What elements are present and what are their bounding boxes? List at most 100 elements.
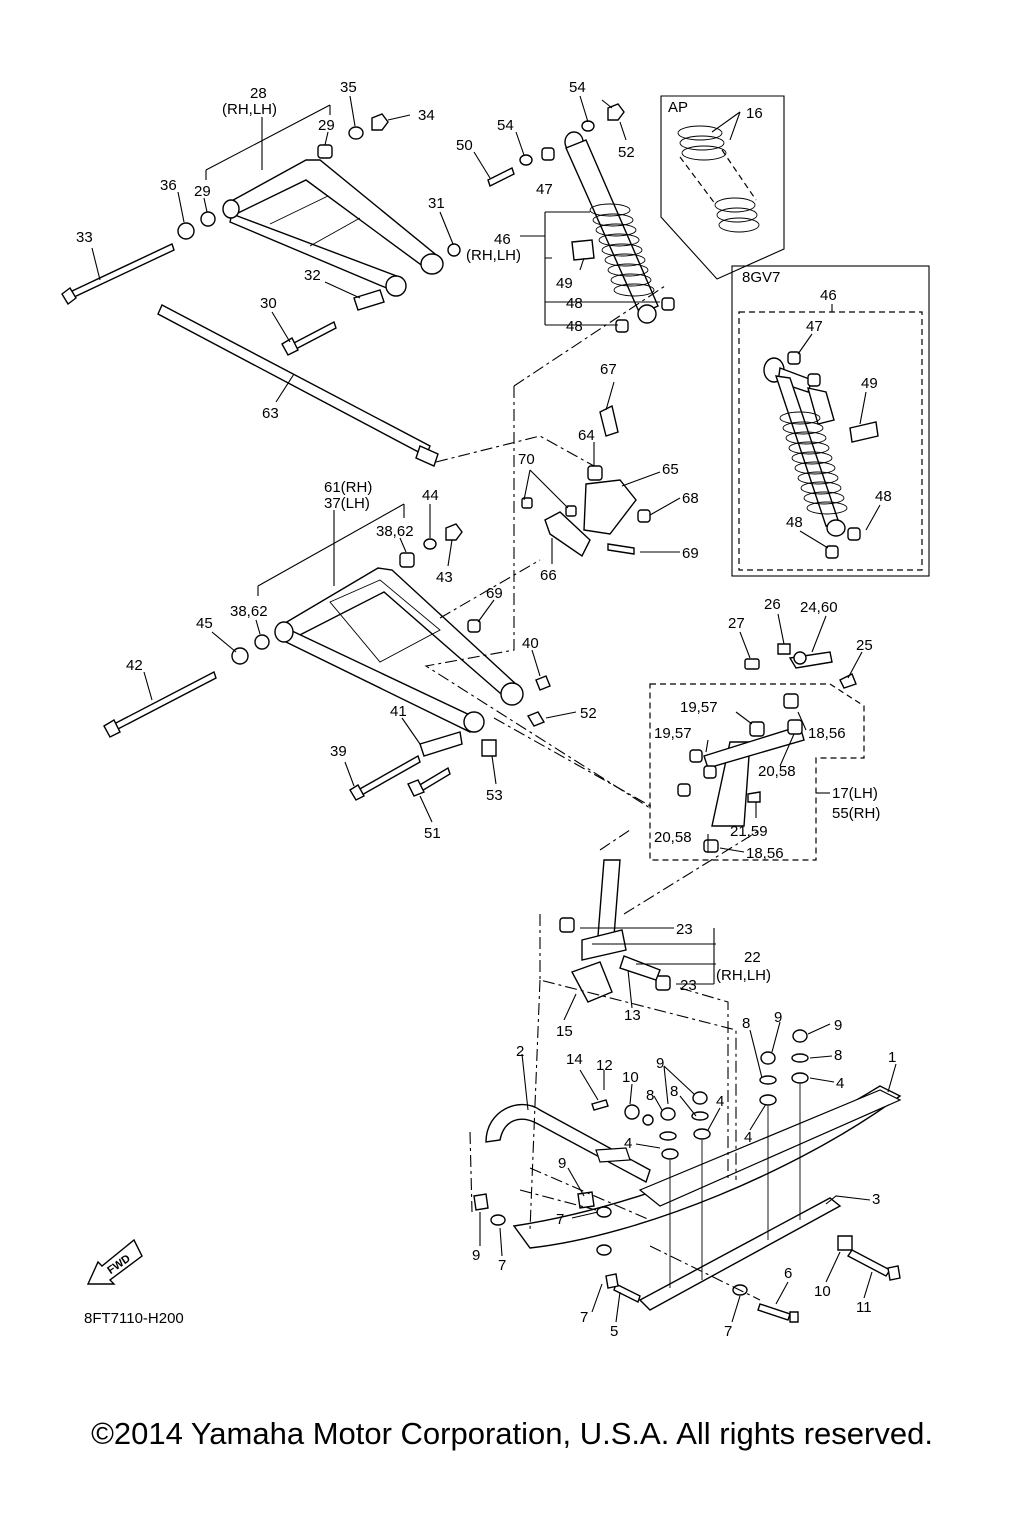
label-7c: 7 — [580, 1309, 588, 1326]
label-22: 22 — [744, 949, 761, 966]
label-39: 39 — [330, 743, 347, 760]
label-7d: 7 — [724, 1323, 732, 1340]
label-20-58a: 20,58 — [758, 763, 796, 780]
label-8a: 8 — [646, 1087, 654, 1104]
label-51: 51 — [424, 825, 441, 842]
label-4a: 4 — [716, 1093, 724, 1110]
label-34: 34 — [418, 107, 435, 124]
label-46-sub: (RH,LH) — [466, 247, 521, 264]
copyright-notice: ©2014 Yamaha Motor Corporation, U.S.A. A… — [91, 1416, 933, 1451]
label-4b: 4 — [624, 1135, 632, 1152]
label-19-57b: 19,57 — [654, 725, 692, 742]
label-9c: 9 — [834, 1017, 842, 1034]
label-70: 70 — [518, 451, 535, 468]
label-30: 30 — [260, 295, 277, 312]
label-17: 17(LH) — [832, 785, 878, 802]
fwd-arrow: FWD — [86, 1238, 143, 1285]
label-22-sub: (RH,LH) — [716, 967, 771, 984]
upper-a-arm-28 — [177, 113, 461, 311]
label-54b: 54 — [497, 117, 514, 134]
label-8gv7-48b: 48 — [786, 514, 803, 531]
label-7b: 7 — [498, 1257, 506, 1274]
label-5: 5 — [610, 1323, 618, 1340]
label-1: 1 — [888, 1049, 896, 1066]
label-9e: 9 — [472, 1247, 480, 1264]
label-67: 67 — [600, 361, 617, 378]
label-10a: 10 — [622, 1069, 639, 1086]
label-4c: 4 — [836, 1075, 844, 1092]
label-8gv7-47: 47 — [806, 318, 823, 335]
spring-16 — [677, 125, 760, 233]
label-52a: 52 — [618, 144, 635, 161]
label-54a: 54 — [569, 79, 586, 96]
label-9d: 9 — [558, 1155, 566, 1172]
label-33: 33 — [76, 229, 93, 246]
ap-box-label: AP — [668, 99, 688, 116]
label-64: 64 — [578, 427, 595, 444]
label-10b: 10 — [814, 1283, 831, 1300]
label-29b: 29 — [194, 183, 211, 200]
label-8gv7-49: 49 — [861, 375, 878, 392]
label-31: 31 — [428, 195, 445, 212]
label-9b: 9 — [774, 1009, 782, 1026]
label-53: 53 — [486, 787, 503, 804]
lower-a-arm-61-37 — [231, 523, 551, 757]
label-43: 43 — [436, 569, 453, 586]
label-23b: 23 — [680, 977, 697, 994]
label-52b: 52 — [580, 705, 597, 722]
label-16: 16 — [746, 105, 763, 122]
label-48a: 48 — [566, 295, 583, 312]
label-21-59: 21,59 — [730, 823, 768, 840]
label-3: 3 — [872, 1191, 880, 1208]
label-50: 50 — [456, 137, 473, 154]
label-24-60: 24,60 — [800, 599, 838, 616]
label-14: 14 — [566, 1051, 583, 1068]
label-18-56b: 18,56 — [746, 845, 784, 862]
label-11: 11 — [856, 1299, 872, 1316]
label-23a: 23 — [676, 921, 693, 938]
label-66: 66 — [540, 567, 557, 584]
label-44: 44 — [422, 487, 439, 504]
label-65: 65 — [662, 461, 679, 478]
label-35: 35 — [340, 79, 357, 96]
label-69a: 69 — [682, 545, 699, 562]
bracket-65 — [521, 404, 651, 558]
label-36: 36 — [160, 177, 177, 194]
label-12: 12 — [596, 1057, 613, 1074]
label-27: 27 — [728, 615, 745, 632]
shock-8gv7 — [763, 351, 879, 559]
shock-absorber-46 — [487, 103, 675, 333]
label-38-62b: 38,62 — [230, 603, 268, 620]
label-18-56a: 18,56 — [808, 725, 846, 742]
diagram-code: 8FT7110-H200 — [84, 1310, 184, 1327]
label-25: 25 — [856, 637, 873, 654]
label-48b: 48 — [566, 318, 583, 335]
label-29a: 29 — [318, 117, 335, 134]
label-7a: 7 — [556, 1211, 564, 1228]
connector-lines — [424, 285, 761, 1301]
label-6: 6 — [784, 1265, 792, 1282]
label-69b: 69 — [486, 585, 503, 602]
label-26: 26 — [764, 596, 781, 613]
label-45: 45 — [196, 615, 213, 632]
label-42: 42 — [126, 657, 143, 674]
8gv7-box-label: 8GV7 — [742, 269, 780, 286]
8gv7-shock-inset: 8GV7 46 47 49 48 48 — [731, 265, 930, 577]
label-68: 68 — [682, 490, 699, 507]
label-8b: 8 — [670, 1083, 678, 1100]
part-labels: 28 (RH,LH) 35 34 29 29 36 33 31 32 30 63… — [76, 79, 896, 1340]
label-32: 32 — [304, 267, 321, 284]
bolt-33 — [61, 243, 175, 306]
shaft-63 — [157, 304, 439, 467]
label-37: 37(LH) — [324, 495, 370, 512]
bolt-30 — [281, 320, 337, 356]
label-8gv7-46: 46 — [820, 287, 837, 304]
label-63: 63 — [262, 405, 279, 422]
label-8d: 8 — [834, 1047, 842, 1064]
label-49: 49 — [556, 275, 573, 292]
label-19-57a: 19,57 — [680, 699, 718, 716]
label-40: 40 — [522, 635, 539, 652]
label-28-sub: (RH,LH) — [222, 101, 277, 118]
label-8c: 8 — [742, 1015, 750, 1032]
